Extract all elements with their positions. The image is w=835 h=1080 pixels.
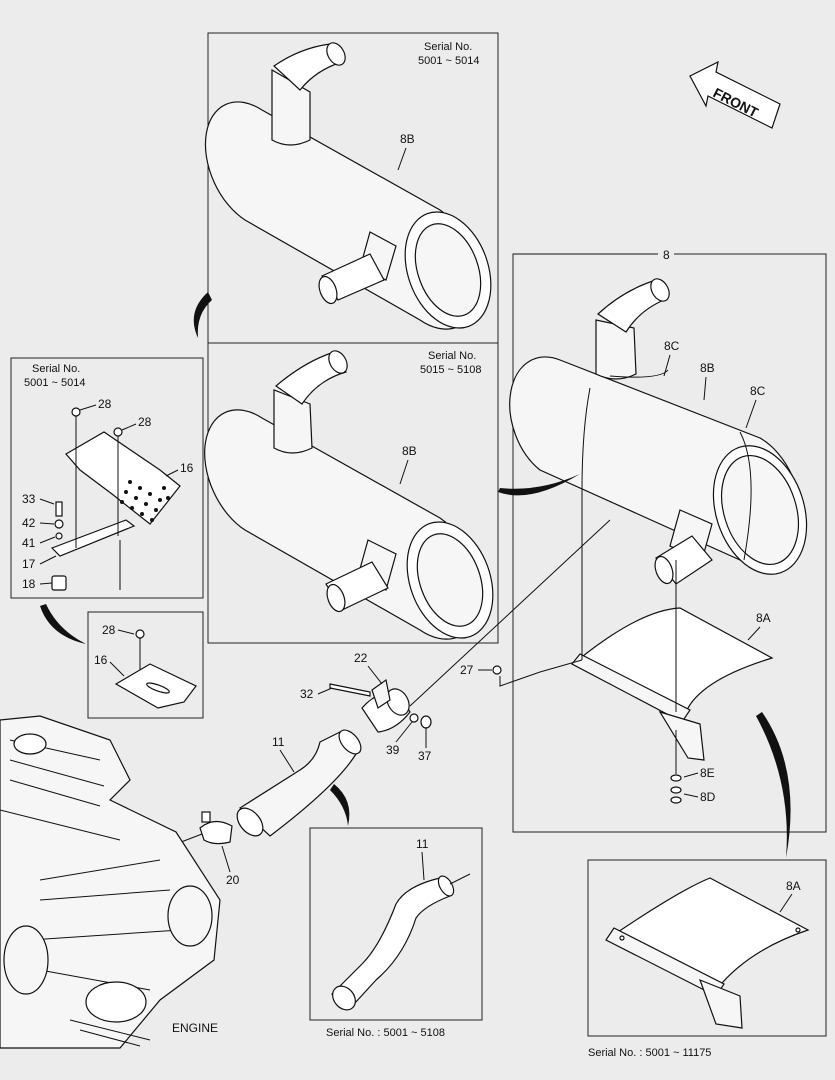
callout-22: 22 xyxy=(354,651,368,665)
pipe-detail-panel: 11 Serial No. : 5001 ~ 5108 xyxy=(309,827,483,1039)
pipe-detail-caption: Serial No. : 5001 ~ 5108 xyxy=(326,1027,445,1039)
callout-8d: 8D xyxy=(700,790,716,804)
serial-range: 5015 ~ 5108 xyxy=(420,364,481,376)
reference-arrow xyxy=(330,784,350,826)
vent-holes xyxy=(120,480,170,522)
small-bracket-panel: 28 16 xyxy=(87,611,204,719)
callout-28: 28 xyxy=(102,623,116,637)
plate-detail-panel: 8A Serial No. : 5001 ~ 11175 xyxy=(587,859,827,1059)
callout-8b-mid: 8B xyxy=(402,444,417,458)
callout-11: 11 xyxy=(416,837,429,851)
callout-37: 37 xyxy=(418,749,432,763)
callout-8a: 8A xyxy=(786,879,801,893)
callout-8b: 8B xyxy=(700,361,715,375)
mount-plate-drawing xyxy=(571,512,774,804)
muffler-early-panel: Serial No. 5001 ~ 5014 8B xyxy=(204,32,499,344)
callout-39: 39 xyxy=(386,743,400,757)
callout-8c: 8C xyxy=(750,384,766,398)
callout-8c: 8C xyxy=(664,339,680,353)
muffler-assembly-drawing xyxy=(509,278,808,585)
callout-8e: 8E xyxy=(700,766,715,780)
callout-33: 33 xyxy=(22,492,36,506)
clamp-assembly: 22 32 39 37 xyxy=(300,519,611,763)
engine-label: ENGINE xyxy=(172,1021,218,1035)
callout-18: 18 xyxy=(22,577,36,591)
engine-drawing: ENGINE xyxy=(0,715,221,1049)
callout-16: 16 xyxy=(180,461,194,475)
serial-range: 5001 ~ 5014 xyxy=(24,377,85,389)
callout-27: 27 xyxy=(460,663,474,677)
plate-detail-caption: Serial No. : 5001 ~ 11175 xyxy=(588,1047,711,1059)
serial-range: 5001 ~ 5014 xyxy=(418,55,479,67)
callout-42: 42 xyxy=(22,516,36,530)
callout-8a: 8A xyxy=(756,611,771,625)
serial-label: Serial No. xyxy=(32,363,80,375)
callout-11: 11 xyxy=(272,735,285,749)
muffler-late-panel: Serial No. 5015 ~ 5108 8B xyxy=(204,342,499,644)
callout-20: 20 xyxy=(226,873,240,887)
callout-41: 41 xyxy=(22,536,36,550)
reference-arrow xyxy=(40,604,86,644)
part-27-bolt: 27 xyxy=(460,659,583,687)
reference-arrow xyxy=(193,292,212,338)
serial-label: Serial No. xyxy=(424,41,472,53)
muffler-drawing xyxy=(204,42,492,330)
serial-label: Serial No. xyxy=(428,350,476,362)
callout-32: 32 xyxy=(300,687,314,701)
callout-28: 28 xyxy=(98,397,112,411)
front-direction-arrow: FRONT xyxy=(689,60,781,129)
bracket-drawing xyxy=(50,407,181,591)
callout-28: 28 xyxy=(138,415,152,429)
reference-arrow xyxy=(756,712,791,858)
muffler-drawing xyxy=(204,350,494,640)
callout-17: 17 xyxy=(22,557,36,571)
group-number: 8 xyxy=(663,248,670,262)
reference-arrow xyxy=(498,474,580,496)
callout-8b-top: 8B xyxy=(400,132,415,146)
callout-16: 16 xyxy=(94,653,108,667)
bracket-early-panel: Serial No. 5001 ~ 5014 28 xyxy=(10,357,204,599)
